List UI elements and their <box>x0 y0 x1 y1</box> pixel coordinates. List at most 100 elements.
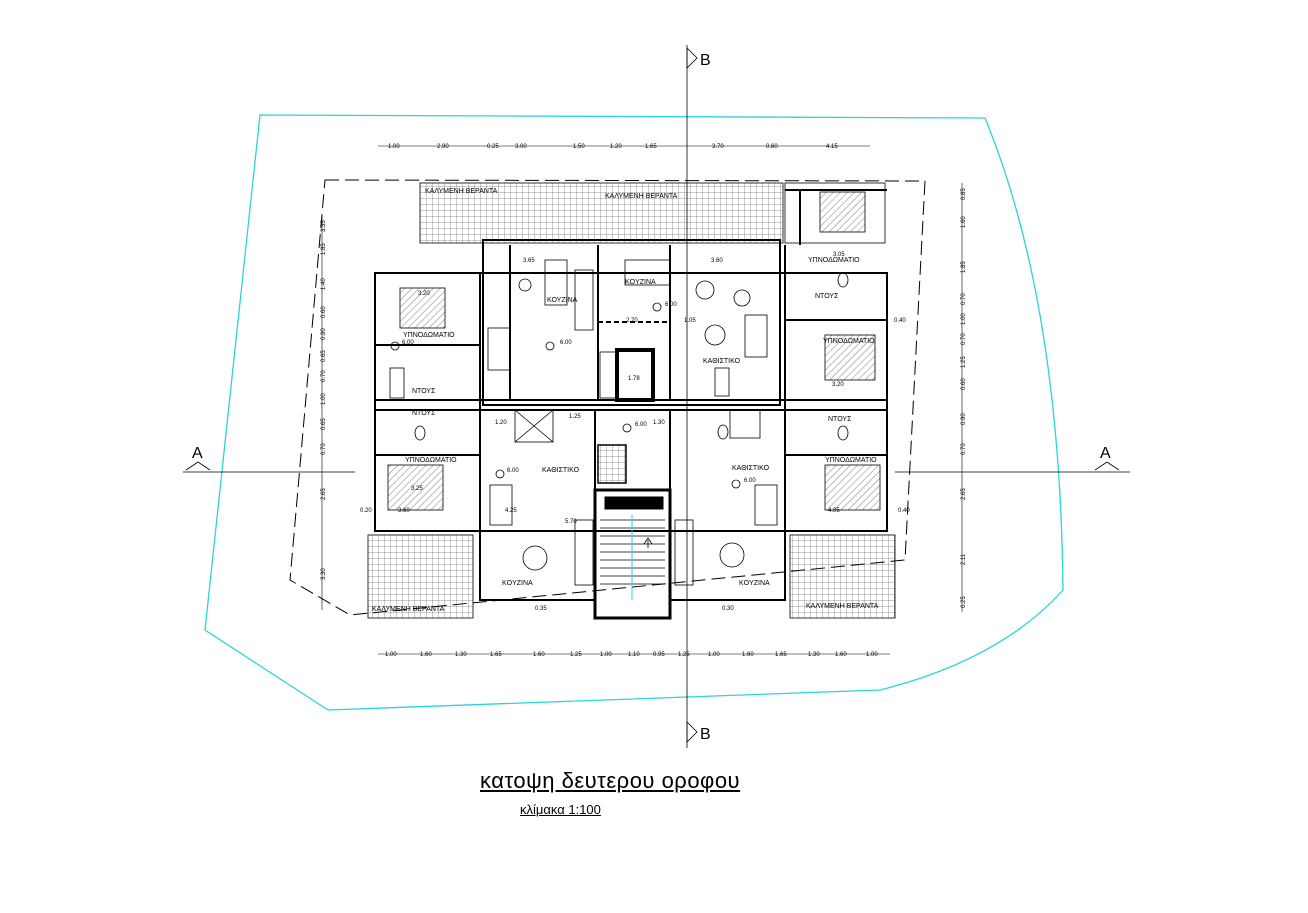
section-label-a-right: A <box>1100 445 1111 462</box>
room-label-bedroom-3: ΥΠΝΟΔΩΜΑΤΙΟ <box>823 338 875 345</box>
dimension-top-2: 0.25 <box>487 144 499 150</box>
bed-left-upper <box>399 287 446 329</box>
dimension-bottom-6: 1.00 <box>600 652 612 658</box>
dimension-bottom-3: 1.65 <box>490 652 502 658</box>
dimension-top-0: 1.00 <box>388 144 400 150</box>
room-label-veranda-3: ΚΑΛΥΜΕΝΗ ΒΕΡΑΝΤΑ <box>372 606 445 613</box>
dimension-bottom-9: 1.25 <box>678 652 690 658</box>
dimension-right-6: 1.25 <box>961 356 967 368</box>
dimension-bottom-13: 1.30 <box>808 652 820 658</box>
room-label-shower-4: ΝΤΟΥΣ <box>828 416 852 423</box>
dimension-top-8: 0.60 <box>766 144 778 150</box>
bed-left-lower <box>387 464 444 511</box>
dimension-left-8: 0.65 <box>321 418 327 430</box>
level-label-3: 6.00 <box>665 302 677 308</box>
dimension-bottom-7: 1.10 <box>628 652 640 658</box>
room-label-kitchen-4: KOYZINA <box>739 580 770 587</box>
dimension-right-1: 1.60 <box>961 216 967 228</box>
dimension-interior-2: 3.60 <box>711 258 723 264</box>
dimension-left-7: 1.00 <box>321 393 327 405</box>
dimension-bottom-0: 1.00 <box>385 652 397 658</box>
dimension-bottom-2: 1.30 <box>455 652 467 658</box>
veranda-top <box>419 182 784 244</box>
bed-right-lower <box>824 464 881 511</box>
room-label-veranda-4: ΚΑΛΥΜΕΝΗ ΒΕΡΑΝΤΑ <box>806 603 879 610</box>
dimension-interior-7: 1.25 <box>569 414 581 420</box>
dimension-right-0: 0.85 <box>961 188 967 200</box>
dimension-labels-right: 0.851.601.850.701.000.701.250.600.900.70… <box>961 188 967 608</box>
dimension-right-8: 0.90 <box>961 413 967 425</box>
room-label-living-3: ΚΑΘΙΣΤΙΚΟ <box>732 465 770 472</box>
dimension-bottom-15: 1.00 <box>866 652 878 658</box>
section-line-a <box>183 461 1130 473</box>
dashed-outline <box>289 179 926 616</box>
dimension-right-4: 1.00 <box>961 313 967 325</box>
room-label-kitchen-2: KOYZINA <box>625 279 656 286</box>
dimension-left-2: 1.40 <box>321 278 327 290</box>
level-label-6: 6.00 <box>744 478 756 484</box>
dimension-interior-1: 3.65 <box>523 258 535 264</box>
dimension-interior-14: 4.25 <box>505 508 517 514</box>
dimension-right-3: 0.70 <box>961 293 967 305</box>
dimension-interior-12: 3.25 <box>411 486 423 492</box>
room-label-shower-1: ΝΤΟΥΣ <box>412 388 436 395</box>
section-line-b <box>686 45 698 748</box>
dimension-right-11: 2.11 <box>961 553 967 565</box>
room-label-bedroom-1: ΥΠΝΟΔΩΜΑΤΙΟ <box>403 332 455 339</box>
dimension-right-2: 1.85 <box>961 261 967 273</box>
dimension-bottom-5: 1.25 <box>570 652 582 658</box>
dimension-top-9: 4.15 <box>826 144 838 150</box>
dimension-left-10: 2.65 <box>321 488 327 500</box>
room-label-bedroom-5: ΥΠΝΟΔΩΜΑΤΙΟ <box>825 457 877 464</box>
room-label-veranda-1: ΚΑΛΥΜΕΝΗ ΒΕΡΑΝΤΑ <box>425 188 498 195</box>
level-label-1: 6.00 <box>402 340 414 346</box>
level-label-2: 6.00 <box>560 340 572 346</box>
dimension-top-6: 1.65 <box>645 144 657 150</box>
elevator-shaft <box>597 348 655 484</box>
section-label-a-left: A <box>192 445 203 462</box>
room-label-shower-3: ΝΤΟΥΣ <box>815 293 839 300</box>
dimension-top-3: 3.00 <box>515 144 527 150</box>
dimension-lines <box>321 145 963 655</box>
room-label-bedroom-2: ΥΠΝΟΔΩΜΑΤΙΟ <box>808 257 860 264</box>
room-label-bedroom-4: ΥΠΝΟΔΩΜΑΤΙΟ <box>405 457 457 464</box>
dimension-interior-6: 0.40 <box>894 318 906 324</box>
dimension-right-10: 2.65 <box>961 488 967 500</box>
dimension-bottom-8: 0.95 <box>653 652 665 658</box>
staircase <box>593 488 672 620</box>
level-markers <box>390 302 741 489</box>
dimension-top-1: 2.90 <box>437 144 449 150</box>
dimension-interior-20: 0.30 <box>722 606 734 612</box>
veranda-bottom-right <box>789 534 896 619</box>
dimension-interior-17: 0.40 <box>898 508 910 514</box>
dimension-left-9: 0.70 <box>321 443 327 455</box>
dimension-interior-16: 4.05 <box>828 508 840 514</box>
room-label-shower-2: ΝΤΟΥΣ <box>412 410 436 417</box>
room-label-kitchen-1: ΚΟΥΖΙΝΑ <box>547 297 578 304</box>
dimension-top-5: 1.20 <box>610 144 622 150</box>
dimension-interior-5: 1.05 <box>684 318 696 324</box>
bed-right-mid <box>824 334 876 381</box>
dimension-bottom-11: 1.60 <box>742 652 754 658</box>
dimension-top-4: 1.50 <box>573 144 585 150</box>
dimension-interior-10: 1.78 <box>628 376 640 382</box>
dimension-right-9: 0.70 <box>961 443 967 455</box>
section-label-b-top: B <box>700 52 711 69</box>
plot-boundary <box>204 114 1064 711</box>
dimension-bottom-12: 1.65 <box>775 652 787 658</box>
level-label-5: 6.00 <box>507 468 519 474</box>
room-label-living-2: ΚΑΘΙΣΤΙΚΟ <box>542 467 580 474</box>
level-label-4: 6.00 <box>635 422 647 428</box>
dimension-interior-13: 3.60 <box>398 508 410 514</box>
dimension-right-5: 0.70 <box>961 333 967 345</box>
dimension-bottom-1: 1.60 <box>420 652 432 658</box>
room-label-living-1: ΚΑΘΙΣΤΙΚΟ <box>703 358 741 365</box>
dimension-interior-9: 1.30 <box>653 420 665 426</box>
dimension-bottom-4: 1.60 <box>533 652 545 658</box>
dimension-right-12: 0.25 <box>961 596 967 608</box>
veranda-bottom-left <box>367 534 474 619</box>
dimension-left-4: 0.90 <box>321 328 327 340</box>
